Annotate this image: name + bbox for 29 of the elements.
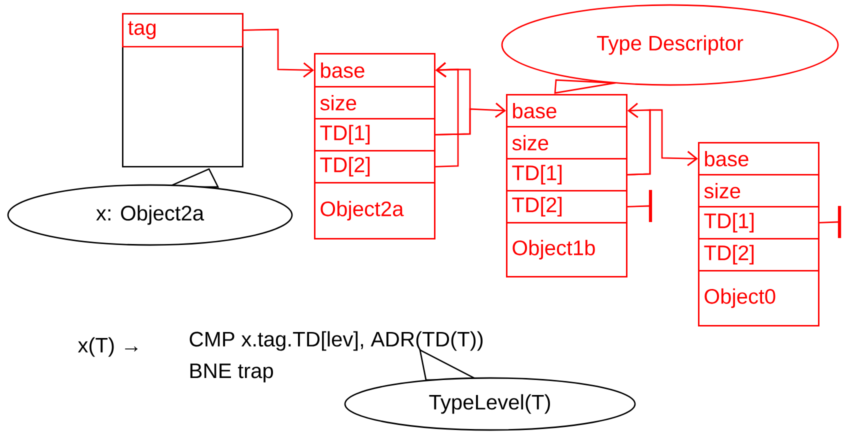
pointer-arrow [243, 28, 314, 78]
nil-bar [838, 206, 842, 238]
code-text: BNE trap [190, 364, 273, 382]
record-field: TD[1] [506, 158, 628, 192]
record-field: TD[2] [506, 190, 628, 224]
node-label: TypeLevel(T) [429, 394, 550, 414]
record-field: tag [122, 13, 244, 48]
pointer-arrow [435, 102, 506, 136]
record-field: TD[1] [698, 206, 820, 240]
record-field: base [698, 142, 820, 176]
record-field: Object1b [506, 222, 628, 278]
nil-bar [648, 190, 652, 222]
record-field: TD[2] [314, 150, 436, 184]
record-field: TD[1] [314, 118, 436, 152]
record-field: Object2a [314, 182, 436, 240]
code-text: x(T) → [78, 337, 138, 357]
record-field: size [698, 174, 820, 208]
record-field: size [314, 86, 436, 120]
node-label: Type Descriptor [596, 35, 744, 55]
record-field: Object0 [698, 270, 820, 326]
record-field: base [314, 53, 436, 88]
pointer-arrow [435, 62, 459, 168]
record-field: size [506, 126, 628, 160]
callout-bubble: x: Object2a [7, 168, 293, 246]
callout-bubble: Type Descriptor [501, 4, 839, 94]
code-text: CMP x.tag.TD[lev], ADR(TD(T)) [190, 331, 483, 351]
record-field: base [506, 94, 628, 128]
record-field: TD[2] [698, 238, 820, 272]
pointer-arrow [627, 109, 698, 176]
